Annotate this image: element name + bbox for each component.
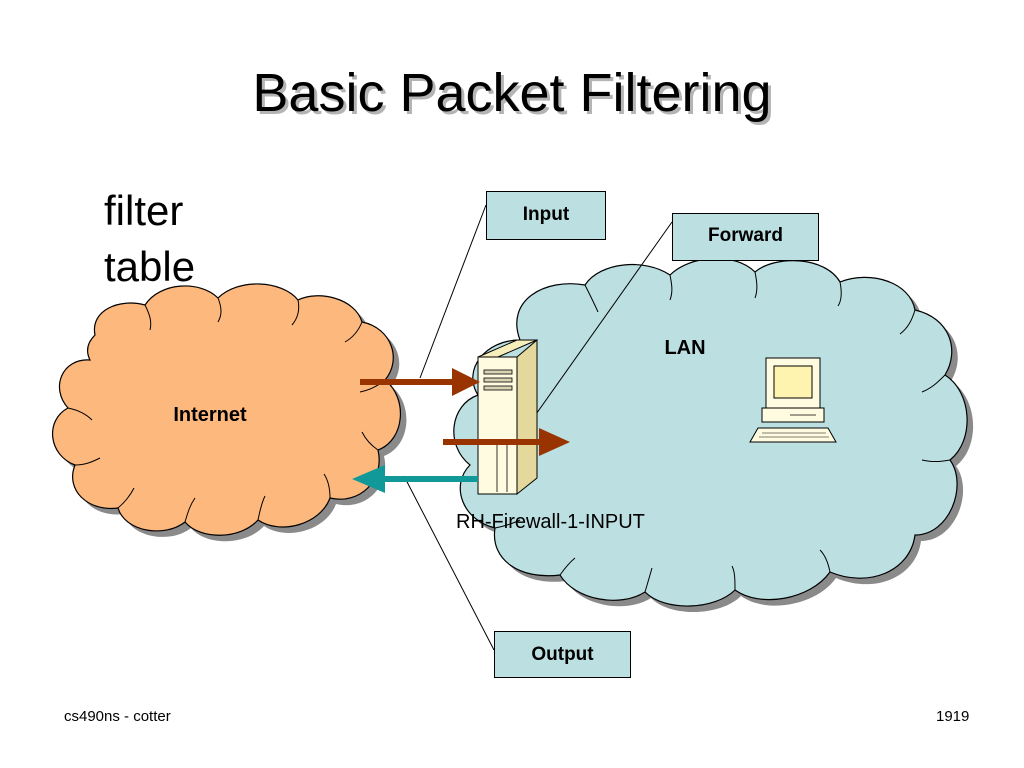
output-label: Output bbox=[531, 644, 594, 665]
output-callout-line bbox=[403, 475, 495, 651]
forward-label-box: Forward bbox=[672, 213, 819, 261]
lan-computer-icon bbox=[749, 357, 837, 443]
footer-course: cs490ns - cotter bbox=[64, 708, 171, 725]
internet-cloud-contours bbox=[67, 297, 386, 523]
input-callout-line bbox=[419, 204, 487, 379]
subtitle-line-2: table bbox=[104, 243, 196, 290]
subtitle-line-1: filter bbox=[104, 187, 184, 234]
lan-label: LAN bbox=[664, 337, 705, 359]
lan-cloud-contours bbox=[494, 271, 951, 593]
output-label-box: Output bbox=[494, 631, 631, 678]
input-label-box: Input bbox=[486, 191, 606, 240]
firewall-server-icon bbox=[477, 338, 538, 496]
internet-cloud bbox=[51, 283, 407, 542]
input-arrow bbox=[360, 368, 480, 396]
forward-callout-line bbox=[521, 221, 673, 435]
internet-label: Internet bbox=[173, 404, 247, 426]
slide-title: Basic Packet Filtering bbox=[252, 63, 772, 123]
forward-label: Forward bbox=[708, 225, 783, 246]
input-label: Input bbox=[522, 204, 570, 225]
callout-lines bbox=[403, 204, 673, 651]
slide-subtitle: filter table bbox=[104, 183, 195, 295]
footer-page-number: 1919 bbox=[936, 708, 970, 725]
forward-arrow bbox=[443, 428, 570, 456]
lan-cloud bbox=[453, 257, 974, 613]
firewall-chain-label: RH-Firewall-1-INPUT bbox=[456, 511, 645, 533]
output-arrow bbox=[352, 465, 478, 493]
